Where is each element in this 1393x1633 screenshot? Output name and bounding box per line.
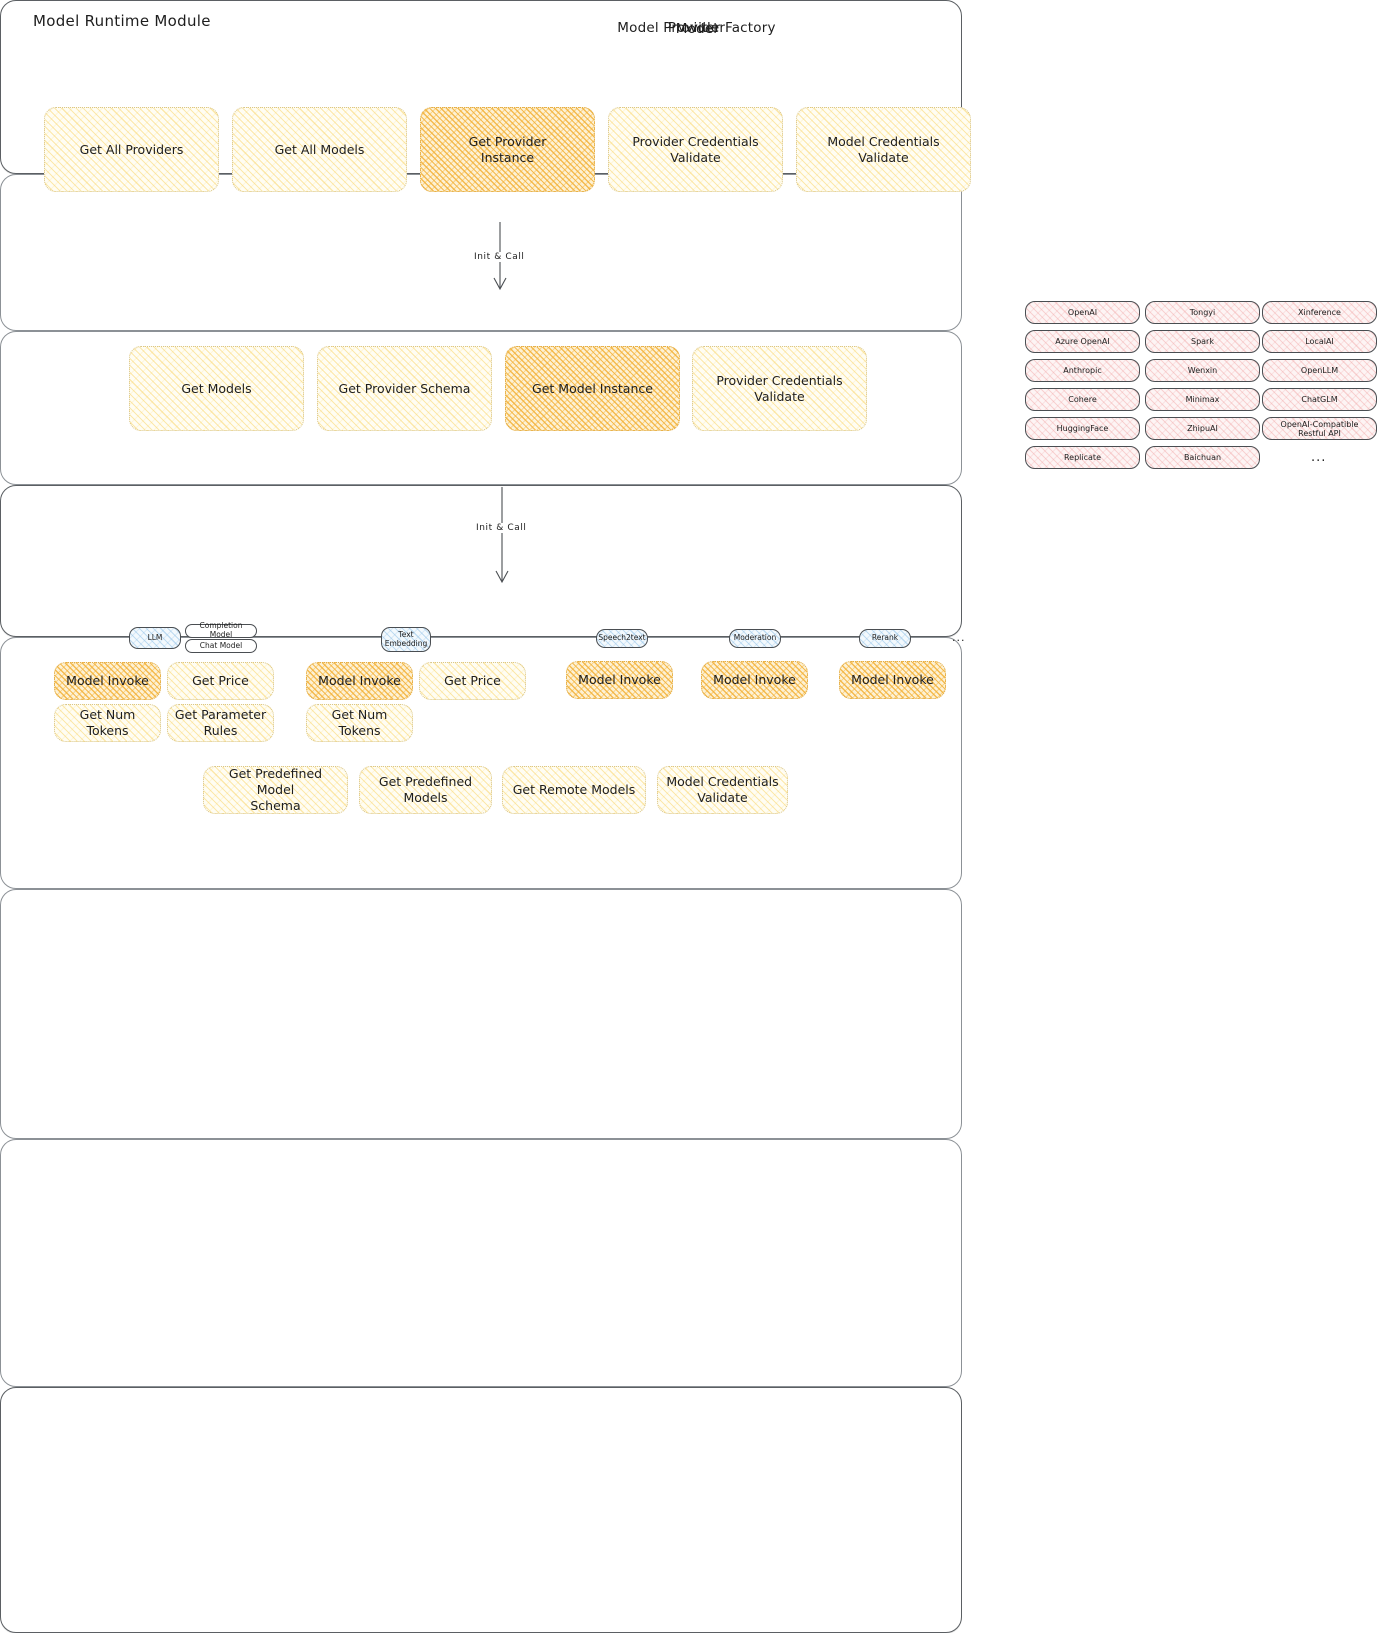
factory-node-get-all-models[interactable]: Get All Models [232, 107, 407, 192]
model-subbadge-chat-model[interactable]: Chat Model [185, 639, 257, 653]
provider-title: Provider [667, 20, 726, 36]
provider-list-more-ellipsis: ... [1311, 450, 1327, 465]
provider-chip-minimax[interactable]: Minimax [1145, 388, 1260, 411]
provider-chip-chatglm[interactable]: ChatGLM [1262, 388, 1377, 411]
provider-chip-tongyi[interactable]: Tongyi [1145, 301, 1260, 324]
model-llm-node-model-invoke[interactable]: Model Invoke [54, 662, 161, 700]
connector-label-init-call-1: Init & Call [470, 252, 529, 262]
connector-label-init-call-2: Init & Call [472, 523, 531, 533]
model-rerank-node-model-invoke[interactable]: Model Invoke [839, 661, 946, 699]
provider-node-get-models[interactable]: Get Models [129, 346, 304, 431]
model-type-badge-llm[interactable]: LLM [129, 627, 181, 649]
model-type-badge-rerank[interactable]: Rerank [859, 629, 911, 648]
provider-node-get-model-instance[interactable]: Get Model Instance [505, 346, 680, 431]
provider-chip-openai-compatible-restful-api[interactable]: OpenAI-Compatible Restful API [1262, 417, 1377, 440]
model-text-embedding-node-get-price[interactable]: Get Price [419, 662, 526, 700]
model-text-embedding-node-get-num-tokens[interactable]: Get Num Tokens [306, 704, 413, 742]
model-type-badge-speech2text[interactable]: Speech2text [596, 629, 648, 648]
provider-chip-cohere[interactable]: Cohere [1025, 388, 1140, 411]
provider-chip-openai[interactable]: OpenAI [1025, 301, 1140, 324]
provider-chip-azure-openai[interactable]: Azure OpenAI [1025, 330, 1140, 353]
model-llm-node-get-parameter-rules[interactable]: Get Parameter Rules [167, 704, 274, 742]
provider-node-get-provider-schema[interactable]: Get Provider Schema [317, 346, 492, 431]
model-title: Model [675, 21, 718, 37]
model-speech2text-node-model-invoke[interactable]: Model Invoke [566, 661, 673, 699]
provider-chip-zhipuai[interactable]: ZhipuAI [1145, 417, 1260, 440]
model-panel-stack-2 [0, 889, 962, 1139]
model-moderation-node-model-invoke[interactable]: Model Invoke [701, 661, 808, 699]
provider-chip-wenxin[interactable]: Wenxin [1145, 359, 1260, 382]
provider-chip-openllm[interactable]: OpenLLM [1262, 359, 1377, 382]
provider-node-provider-credentials-validate[interactable]: Provider Credentials Validate [692, 346, 867, 431]
provider-chip-anthropic[interactable]: Anthropic [1025, 359, 1140, 382]
model-text-embedding-node-model-invoke[interactable]: Model Invoke [306, 662, 413, 700]
model-type-badge-text-embedding[interactable]: Text Embedding [381, 627, 431, 652]
model-panel: Model [0, 21, 962, 1633]
factory-node-model-credentials-validate[interactable]: Model Credentials Validate [796, 107, 971, 192]
model-common-node-get-remote-models[interactable]: Get Remote Models [502, 766, 646, 814]
provider-chip-replicate[interactable]: Replicate [1025, 446, 1140, 469]
model-subbadge-completion-model[interactable]: Completion Model [185, 622, 257, 639]
model-common-node-get-predefined-models[interactable]: Get Predefined Models [359, 766, 492, 814]
provider-chip-huggingface[interactable]: HuggingFace [1025, 417, 1140, 440]
model-types-more-ellipsis: ... [952, 631, 966, 644]
model-panel-stack-1 [0, 1139, 962, 1387]
model-common-node-model-credentials-validate[interactable]: Model Credentials Validate [657, 766, 788, 814]
provider-chip-xinference[interactable]: Xinference [1262, 301, 1377, 324]
provider-chip-spark[interactable]: Spark [1145, 330, 1260, 353]
model-llm-node-get-num-tokens[interactable]: Get Num Tokens [54, 704, 161, 742]
model-provider-factory-title: Model Provider Factory [617, 20, 776, 36]
factory-node-provider-credentials-validate[interactable]: Provider Credentials Validate [608, 107, 783, 192]
page-title: Model Runtime Module [33, 12, 211, 30]
model-type-badge-moderation[interactable]: Moderation [729, 629, 781, 648]
provider-chip-baichuan[interactable]: Baichuan [1145, 446, 1260, 469]
model-common-node-get-predefined-model-schema[interactable]: Get Predefined Model Schema [203, 766, 348, 814]
provider-chip-localai[interactable]: LocalAI [1262, 330, 1377, 353]
model-llm-node-get-price[interactable]: Get Price [167, 662, 274, 700]
factory-node-get-all-providers[interactable]: Get All Providers [44, 107, 219, 192]
factory-node-get-provider-instance[interactable]: Get Provider Instance [420, 107, 595, 192]
provider-panel: Provider [0, 20, 962, 637]
